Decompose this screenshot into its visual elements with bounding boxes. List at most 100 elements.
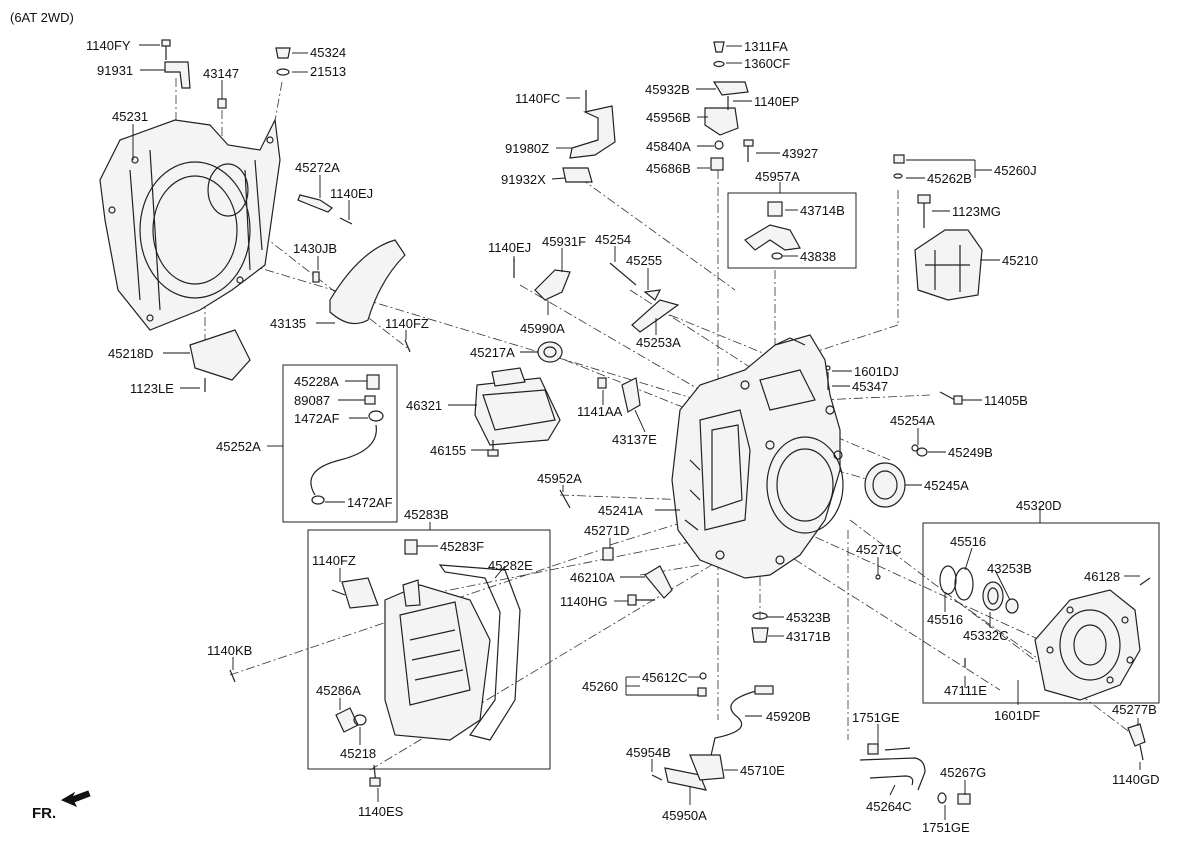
callout-1140HG: 1140HG <box>560 594 607 609</box>
callout-45249B: 45249B <box>948 445 993 460</box>
speed-sensor-stack-drawing <box>704 41 754 171</box>
callout-45218D: 45218D <box>108 346 154 361</box>
bolt-1140GD-drawing <box>1127 723 1146 761</box>
bracket-91980Z-drawing <box>562 90 616 183</box>
callout-43147: 43147 <box>203 66 239 81</box>
front-label: FR. <box>32 805 56 822</box>
callout-1430JB: 1430JB <box>293 241 337 256</box>
callout-1311FA: 1311FA <box>744 39 788 54</box>
callout-1751GE: 1751GE <box>852 710 900 725</box>
callout-45252A: 45252A <box>216 439 261 454</box>
cable-45920B-drawing <box>709 685 774 761</box>
callout-47111E: 47111E <box>944 683 987 698</box>
oil-seal-45217A-drawing <box>537 341 563 363</box>
callout-43135: 43135 <box>270 316 306 331</box>
callout-45840A: 45840A <box>646 139 691 154</box>
callout-46155: 46155 <box>430 443 466 458</box>
callout-45231: 45231 <box>112 109 148 124</box>
callout-45245A: 45245A <box>924 478 969 493</box>
plug-1141AA-drawing <box>597 377 607 389</box>
callout-1140FC: 1140FC <box>515 91 560 106</box>
converter-housing-drawing <box>99 117 281 331</box>
callout-45267G: 45267G <box>940 765 986 780</box>
callout-45254A: 45254A <box>890 413 935 428</box>
callout-1472AF-lower: 1472AF <box>347 495 393 510</box>
callout-43714B: 43714B <box>800 203 845 218</box>
callout-45956B: 45956B <box>646 110 691 125</box>
callout-1751GE-lower: 1751GE <box>922 820 970 835</box>
callout-45990A: 45990A <box>520 321 565 336</box>
front-direction-indicator: FR. <box>32 790 91 822</box>
case-pins-drawing <box>559 365 963 580</box>
callout-43137E: 43137E <box>612 432 657 447</box>
callout-45282E: 45282E <box>488 558 533 573</box>
callout-43838: 43838 <box>800 249 836 264</box>
callout-45260J: 45260J <box>994 163 1037 178</box>
callout-45260: 45260 <box>582 679 618 694</box>
callout-45612C: 45612C <box>642 670 688 685</box>
rear-cover-group-box <box>922 522 1160 704</box>
callout-45254: 45254 <box>595 232 631 247</box>
callout-labels: 1140FY 91931 43147 45324 21513 45231 452… <box>86 38 1159 835</box>
callout-45323B: 45323B <box>786 610 831 625</box>
callout-1472AF: 1472AF <box>294 411 340 426</box>
callout-45210: 45210 <box>1002 253 1038 268</box>
strap-45272A-drawing <box>297 194 333 213</box>
callout-45954B: 45954B <box>626 745 671 760</box>
callout-45272A: 45272A <box>295 160 340 175</box>
sensor-bracket-45957A-drawing <box>744 201 801 260</box>
detent-lever-drawing <box>513 258 680 333</box>
callout-45283F: 45283F <box>440 539 484 554</box>
callout-45264C: 45264C <box>866 799 912 814</box>
rear-cover-46128-drawing <box>939 565 1151 701</box>
callout-1140FZ-pan: 1140FZ <box>312 553 356 568</box>
callout-1601DF: 1601DF <box>994 708 1040 723</box>
callout-45283B: 45283B <box>404 507 449 522</box>
callout-45931F: 45931F <box>542 234 586 249</box>
callout-45253A: 45253A <box>636 335 681 350</box>
bracket-46210A-drawing <box>627 565 673 606</box>
callout-43171B: 43171B <box>786 629 831 644</box>
bracket-45218D-drawing <box>189 329 251 381</box>
callout-45710E: 45710E <box>740 763 785 778</box>
callout-45952A: 45952A <box>537 471 582 486</box>
callout-45218: 45218 <box>340 746 376 761</box>
shift-lever-45950A-drawing <box>651 754 725 791</box>
callout-46210A: 46210A <box>570 570 615 585</box>
cooler-pipe-45264C-drawing <box>859 743 971 805</box>
callout-45332C: 45332C <box>963 628 1009 643</box>
oil-filter-46321-drawing <box>474 367 561 457</box>
callout-1140KB: 1140KB <box>207 643 252 658</box>
callout-45320D: 45320D <box>1016 498 1062 513</box>
shield-43135-drawing <box>329 239 406 325</box>
pin-1430JB-drawing <box>312 271 320 283</box>
plug-43171B-drawing <box>751 612 769 643</box>
callout-45920B: 45920B <box>766 709 811 724</box>
front-arrow-icon <box>60 790 91 807</box>
callout-1140GD: 1140GD <box>1112 772 1159 787</box>
callout-45228A: 45228A <box>294 374 339 389</box>
callout-45271C: 45271C <box>856 542 902 557</box>
callout-1140ES: 1140ES <box>358 804 404 819</box>
callout-1140EJ: 1140EJ <box>330 186 373 201</box>
callout-11405B: 11405B <box>984 393 1028 408</box>
callout-45950A: 45950A <box>662 808 707 823</box>
callout-43253B: 43253B <box>987 561 1032 576</box>
callout-45932B: 45932B <box>645 82 690 97</box>
bolt-1140EJ-drawing <box>339 217 353 225</box>
callout-1140FY: 1140FY <box>86 38 131 53</box>
callout-91980Z: 91980Z <box>505 141 549 156</box>
top-left-fasteners-drawing <box>161 39 291 109</box>
callout-45516: 45516 <box>950 534 986 549</box>
callout-91932X: 91932X <box>501 172 546 187</box>
callout-1140FZ: 1140FZ <box>385 316 429 331</box>
callout-1140EJ-center: 1140EJ <box>488 240 531 255</box>
callout-1360CF: 1360CF <box>744 56 790 71</box>
callout-45262B: 45262B <box>927 171 972 186</box>
oil-pan-45283B-drawing <box>331 539 521 741</box>
variant-label: (6AT 2WD) <box>10 10 74 25</box>
callout-1140EP: 1140EP <box>754 94 799 109</box>
callout-45271D: 45271D <box>584 523 630 538</box>
